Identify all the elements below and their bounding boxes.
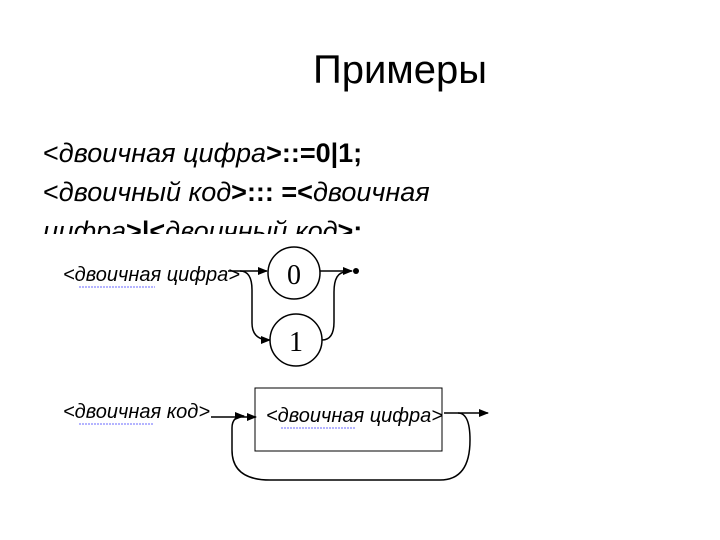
diagram-binary-digit: <двоичная цифра> 0 1 bbox=[63, 246, 359, 367]
rule-name4: двоичный код bbox=[165, 216, 338, 234]
diagram1-branch-to-one bbox=[239, 270, 271, 344]
rule-gt: > bbox=[266, 138, 282, 168]
diagram1-terminal-zero bbox=[267, 246, 321, 300]
rule-name3: цифра bbox=[43, 216, 127, 234]
diagram1-merge-line bbox=[321, 271, 347, 341]
diagram1-end-dot bbox=[353, 268, 359, 274]
rule-end: >; bbox=[337, 216, 363, 234]
diagram-binary-code: <двоичная код> <двоичная цифра> bbox=[63, 387, 489, 481]
rule-binary-code-cont: цифра>|<двоичный код>; bbox=[43, 216, 362, 234]
rule-binary-digit: <двоичная цифра>::=0|1; bbox=[43, 138, 362, 169]
rule-def: ::: =< bbox=[246, 177, 313, 207]
rule-name: двоичный код bbox=[58, 177, 232, 207]
rule-lt: < bbox=[43, 177, 59, 207]
rule-tail: >|< bbox=[126, 216, 166, 234]
rule-def: ::=0|1; bbox=[281, 138, 363, 168]
slide-title: Примеры bbox=[312, 48, 488, 92]
rule-lt: < bbox=[43, 138, 59, 168]
diagram1-zero-label: 0 bbox=[287, 260, 301, 291]
rule-binary-code: <двоичный код>::: =<двоичная bbox=[43, 177, 430, 208]
diagram2-nonterminal-label: <двоичная код> bbox=[63, 401, 210, 423]
rule-name: двоичная цифра bbox=[58, 138, 267, 168]
diagram2-inner-label: <двоичная цифра> bbox=[266, 405, 443, 427]
diagram2-loop-back bbox=[231, 412, 471, 481]
diagram1-nonterminal-label: <двоичная цифра> bbox=[63, 264, 240, 286]
diagram1-one-label: 1 bbox=[289, 327, 303, 358]
rule-gt: > bbox=[231, 177, 247, 207]
rule-name2: двоичная bbox=[312, 177, 430, 207]
